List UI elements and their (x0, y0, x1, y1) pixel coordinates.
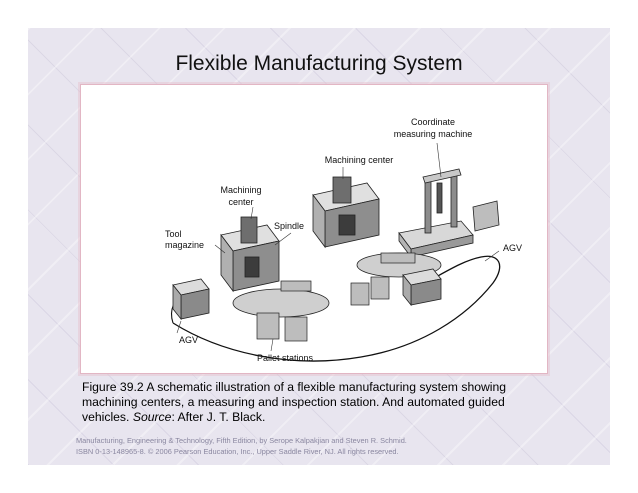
caption-line-1: Figure 39.2 A schematic illustration of … (82, 380, 507, 394)
label-machining-center-left-line1: Machining (220, 185, 261, 195)
slide: Flexible Manufacturing System (28, 28, 610, 465)
credit-line-1: Manufacturing, Engineering & Technology,… (76, 436, 407, 445)
label-pallet-stations: Pallet stations (257, 353, 314, 363)
pallet-stations (256, 252, 416, 342)
label-tool-magazine-line1: Tool (165, 229, 182, 239)
caption-line-3-suffix: : After J. T. Black. (171, 410, 266, 424)
label-cmm-line1: Coordinate (411, 117, 455, 127)
label-cmm-line2: measuring machine (394, 129, 473, 139)
label-machining-center-top: Machining center (325, 155, 394, 165)
caption-line-2: machining centers, a measuring and inspe… (82, 395, 505, 409)
label-machining-center-left-line2: center (228, 197, 253, 207)
slide-title: Flexible Manufacturing System (175, 52, 463, 75)
machining-center-top (312, 176, 380, 249)
machining-center-left (220, 216, 280, 293)
label-agv-right: AGV (503, 243, 522, 253)
copyright-credit: Manufacturing, Engineering & Technology,… (76, 435, 586, 457)
fms-schematic-illustration: Coordinate measuring machine Machining c… (165, 117, 522, 363)
agv-left (172, 278, 210, 321)
caption-source-label: Source (132, 410, 172, 424)
figure-caption: Figure 39.2 A schematic illustration of … (82, 380, 582, 425)
label-tool-magazine-line2: magazine (165, 240, 204, 250)
rotary-table-left (232, 288, 330, 318)
agv-guide-path (172, 255, 501, 362)
label-agv-left: AGV (179, 335, 198, 345)
figure-frame: Coordinate measuring machine Machining c… (80, 84, 548, 374)
caption-line-3: vehicles. Source: After J. T. Black. (82, 410, 582, 425)
label-spindle: Spindle (274, 221, 304, 231)
coordinate-measuring-machine (398, 168, 500, 259)
caption-line-3-prefix: vehicles. (82, 410, 133, 424)
agv-right (402, 268, 442, 307)
credit-line-2: ISBN 0-13-148965-8. © 2006 Pearson Educa… (76, 447, 399, 456)
leader-lines (176, 142, 500, 352)
